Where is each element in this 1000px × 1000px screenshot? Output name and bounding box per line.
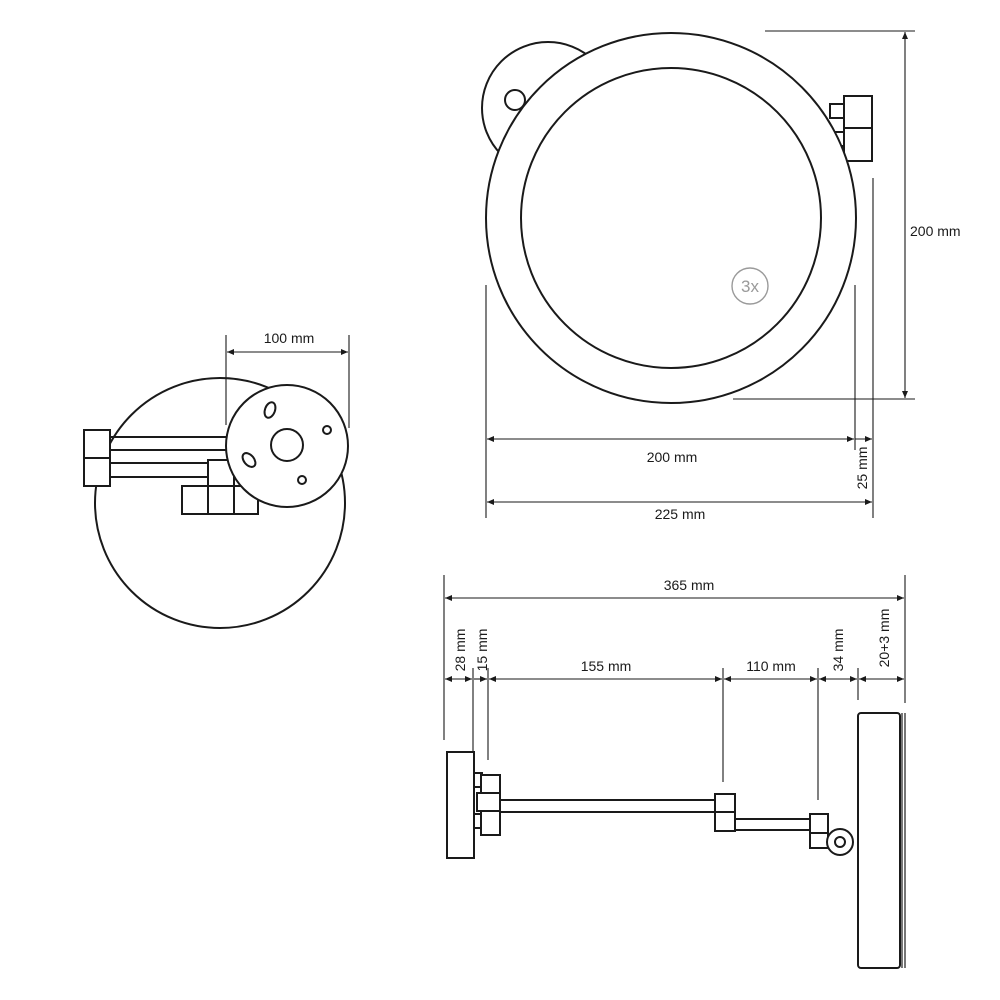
- dim-label-arm-1: 155 mm: [581, 658, 632, 674]
- magnification-badge-ring: [731, 267, 769, 305]
- side-hinge-front: [829, 95, 873, 162]
- hanging-ring: [504, 89, 526, 111]
- side-extension-lines: [443, 575, 906, 800]
- dim-label-frame-width: 225 mm: [655, 506, 706, 522]
- dimension-height-200: 200 mm: [733, 30, 961, 400]
- dim-label-height: 200 mm: [910, 223, 961, 239]
- center-hole: [270, 428, 304, 462]
- dimension-width-225: 225 mm: [487, 499, 872, 522]
- dim-label-mirror-diameter: 200 mm: [647, 449, 698, 465]
- wall-plate-top: [225, 384, 349, 508]
- dim-label-rim: 25 mm: [854, 447, 870, 490]
- dimension-365: 365 mm: [445, 577, 904, 601]
- swing-arm-top: [110, 436, 240, 478]
- wall-plate-side: [446, 751, 475, 859]
- dimension-100: 100 mm: [225, 330, 350, 428]
- arm-1-side: [500, 799, 715, 813]
- mount-slot: [241, 452, 257, 468]
- side-view: 365 mm 28 mm 15 mm 155 mm 110 mm 34 mm 2…: [443, 575, 906, 969]
- mirror-frame-outer: [485, 32, 857, 404]
- mirror-side: [857, 712, 906, 969]
- dimension-rim-25: 25 mm: [854, 178, 874, 518]
- dim-label-joint: 15 mm: [474, 629, 490, 672]
- wall-bracket-top: [83, 429, 111, 487]
- dim-label-100: 100 mm: [264, 330, 315, 346]
- mirror-outline-top: [94, 377, 346, 629]
- wall-bracket-side: [473, 772, 501, 836]
- dim-label-plate-depth: 28 mm: [452, 629, 468, 672]
- magnification-badge: 3x: [741, 277, 759, 296]
- dim-label-total-reach: 365 mm: [664, 577, 715, 593]
- top-view: 100 mm: [83, 330, 350, 629]
- mount-slot: [263, 401, 277, 419]
- mirror-hinge-side: [809, 813, 854, 856]
- dim-label-arm-2: 110 mm: [746, 658, 796, 674]
- dimension-chain: 28 mm 15 mm 155 mm 110 mm 34 mm 20+3 mm: [445, 609, 904, 682]
- dim-label-mirror-depth: 20+3 mm: [876, 609, 892, 668]
- arm-2-side: [735, 818, 810, 831]
- front-view: 3x 200 mm 200 mm 25 mm 225 mm: [481, 30, 961, 522]
- dimension-width-200: 200 mm: [485, 285, 856, 518]
- dim-label-hinge: 34 mm: [830, 629, 846, 672]
- elbow-joint-side: [714, 793, 736, 832]
- mirror-glass: [520, 67, 822, 369]
